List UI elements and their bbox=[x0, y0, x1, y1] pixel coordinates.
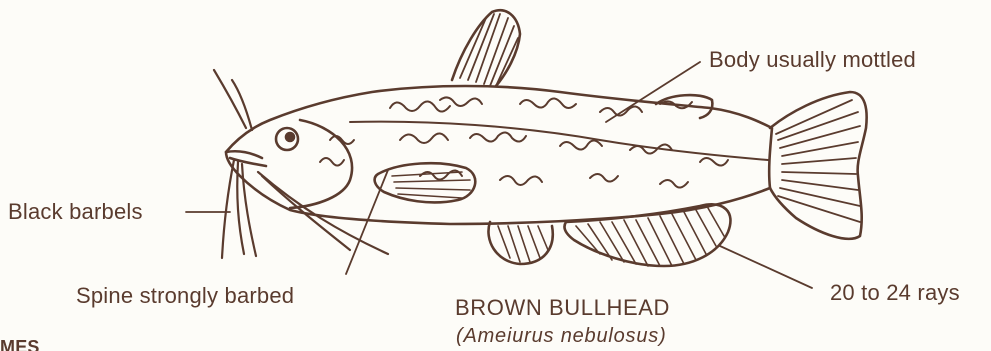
page-fragment-text: MES bbox=[0, 338, 40, 351]
label-body-mottled: Body usually mottled bbox=[709, 49, 916, 71]
leader-rays bbox=[720, 246, 812, 288]
gill-cover bbox=[290, 120, 352, 208]
pectoral-fin-rays bbox=[392, 172, 470, 198]
anal-fin bbox=[564, 204, 730, 266]
species-common-name: BROWN BULLHEAD bbox=[455, 297, 670, 319]
fish-body-outline bbox=[226, 86, 772, 224]
caudal-fin-rays bbox=[776, 100, 860, 222]
label-black-barbels: Black barbels bbox=[8, 201, 143, 223]
label-fin-rays: 20 to 24 rays bbox=[830, 282, 960, 304]
body-mottling bbox=[320, 97, 728, 187]
pelvic-fin-rays bbox=[498, 226, 548, 262]
leader-body bbox=[606, 62, 700, 122]
label-spine-barbed: Spine strongly barbed bbox=[76, 285, 294, 307]
pectoral-fin bbox=[375, 163, 476, 202]
fish-mouth bbox=[226, 151, 262, 158]
species-scientific-name: (Ameiurus nebulosus) bbox=[456, 326, 667, 346]
dorsal-fin-rays bbox=[460, 14, 518, 86]
lateral-line bbox=[350, 122, 768, 160]
barbels bbox=[214, 70, 388, 258]
